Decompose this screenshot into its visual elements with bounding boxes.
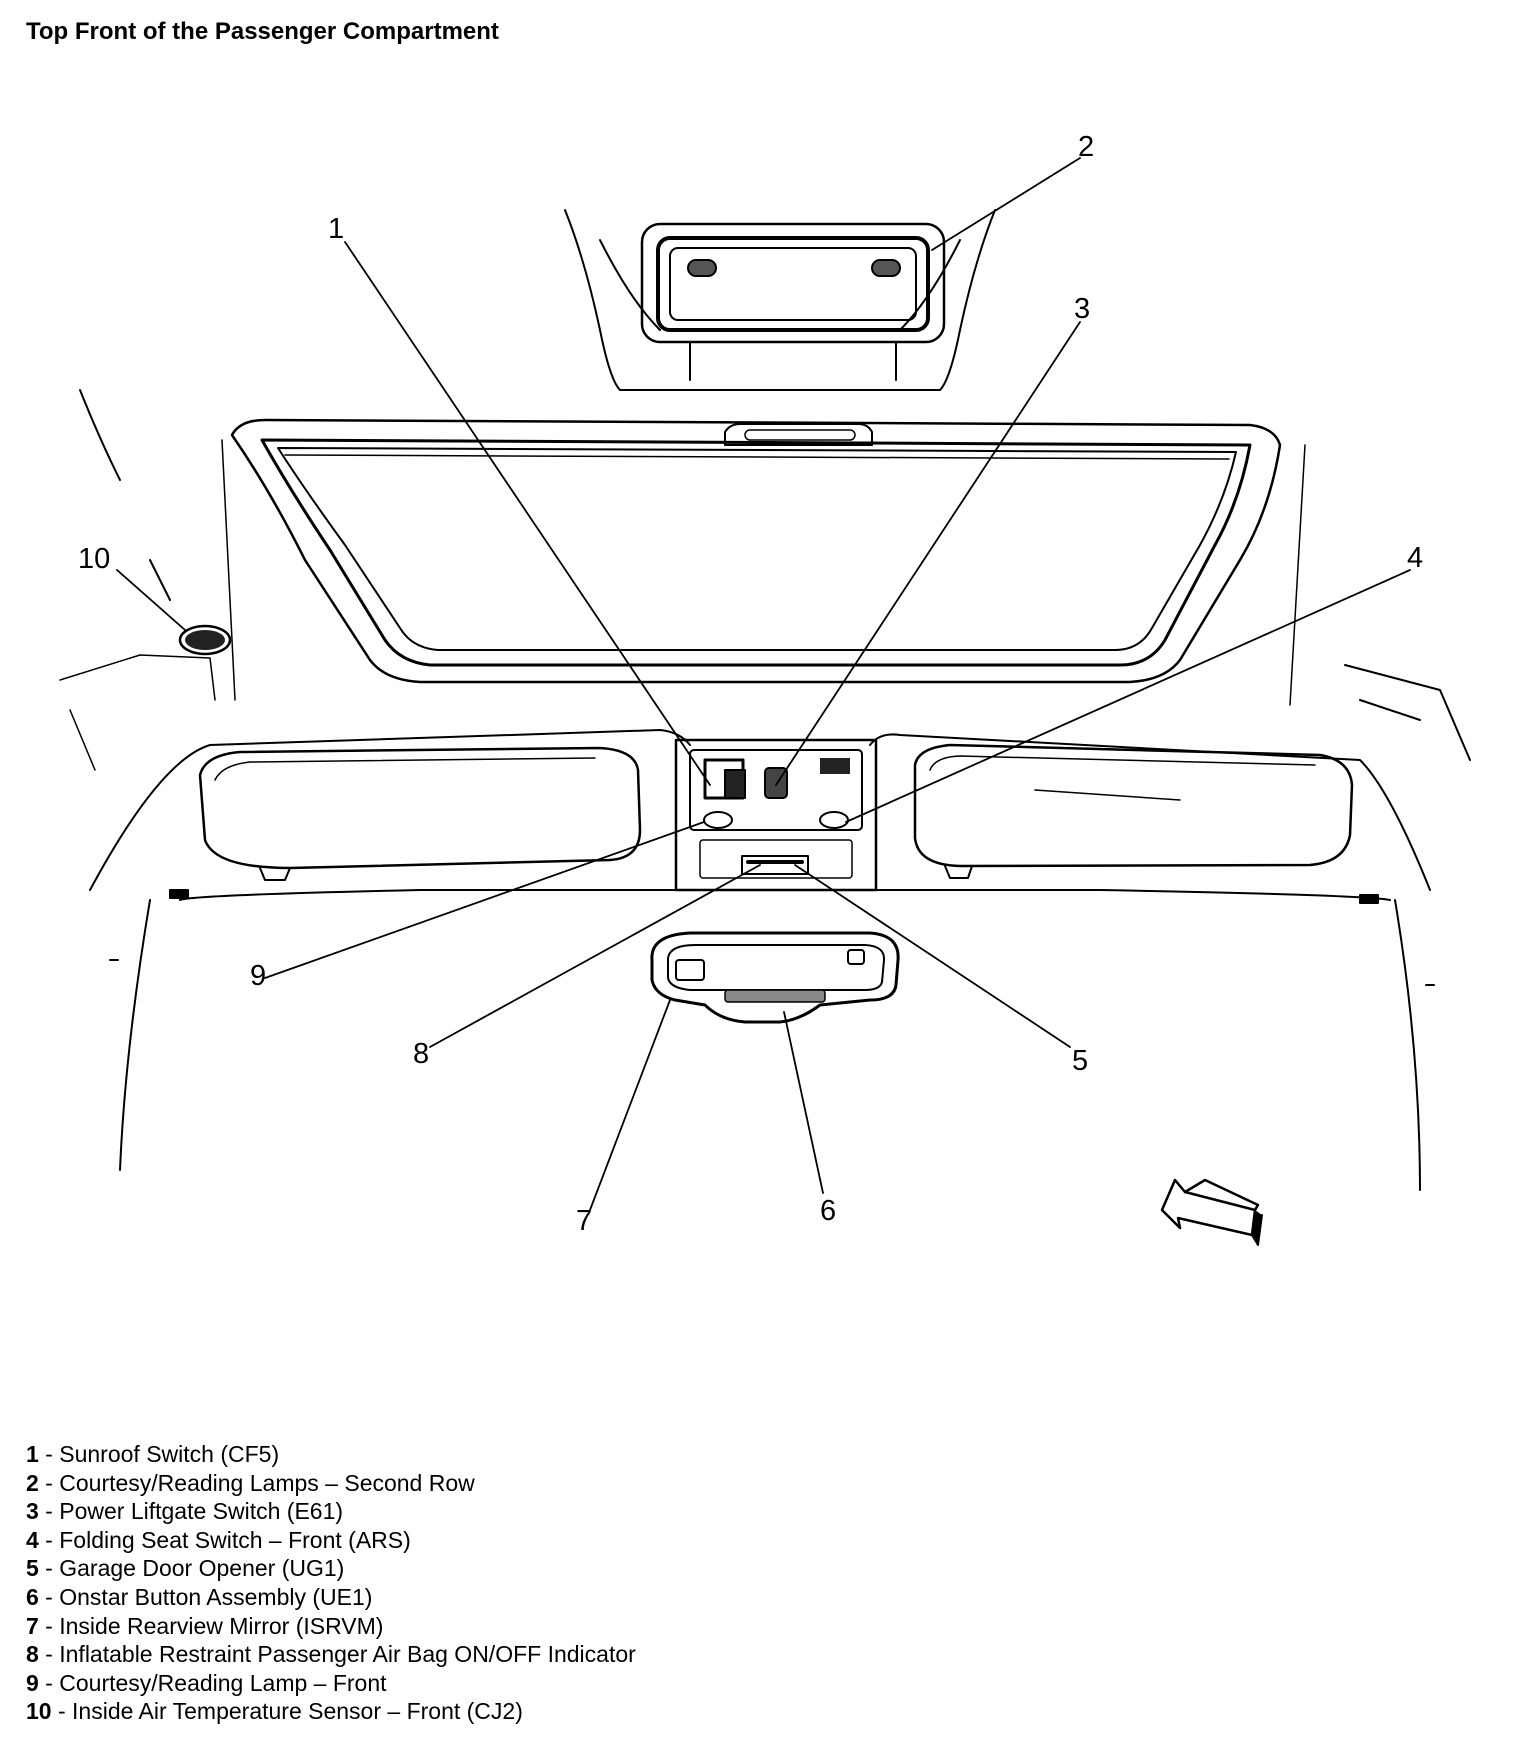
rear-headliner	[564, 209, 996, 391]
right-sun-visor	[913, 743, 1354, 879]
rearview-mirror	[650, 931, 900, 1024]
callout-9: 9	[250, 960, 266, 992]
legend-item: 9 - Courtesy/Reading Lamp – Front	[26, 1669, 387, 1696]
second-row-lamp-housing	[640, 222, 946, 381]
callout-8: 8	[413, 1038, 429, 1070]
sunroof-frame	[221, 418, 1306, 706]
callout-1: 1	[328, 213, 344, 245]
legend-list: 1 - Sunroof Switch (CF5) 2 - Courtesy/Re…	[26, 1440, 636, 1726]
legend-item: 2 - Courtesy/Reading Lamps – Second Row	[26, 1469, 475, 1496]
legend-item: 10 - Inside Air Temperature Sensor – Fro…	[26, 1698, 523, 1725]
page-title: Top Front of the Passenger Compartment	[26, 18, 499, 45]
callout-6: 6	[820, 1195, 836, 1227]
front-reading-lamp-right	[819, 811, 849, 829]
headliner-outline	[59, 389, 1471, 1191]
callout-4: 4	[1407, 542, 1423, 574]
callout-2: 2	[1078, 131, 1094, 163]
callout-10: 10	[78, 543, 110, 575]
leader-lines	[116, 157, 1411, 1211]
legend-item: 6 - Onstar Button Assembly (UE1)	[26, 1583, 373, 1610]
overhead-console	[674, 738, 878, 892]
temperature-sensor	[178, 624, 232, 656]
callout-5: 5	[1072, 1045, 1088, 1077]
compartment-diagram: 1 2 3 4 5 6 7 8 9 10	[59, 131, 1471, 1246]
legend-item: 4 - Folding Seat Switch – Front (ARS)	[26, 1526, 411, 1553]
legend-item: 8 - Inflatable Restraint Passenger Air B…	[26, 1641, 636, 1668]
front-reading-lamp-left	[703, 811, 733, 829]
direction-arrow-icon	[1160, 1178, 1263, 1246]
legend-item: 1 - Sunroof Switch (CF5)	[26, 1441, 280, 1467]
legend-item: 3 - Power Liftgate Switch (E61)	[26, 1498, 344, 1525]
legend-item: 7 - Inside Rearview Mirror (ISRVM)	[26, 1612, 384, 1639]
garage-door-opener	[741, 855, 809, 875]
callout-3: 3	[1074, 293, 1090, 325]
callout-numbers: 1 2 3 4 5 6 7 8 9 10	[78, 131, 1423, 1237]
callout-7: 7	[576, 1205, 592, 1237]
legend-item: 5 - Garage Door Opener (UG1)	[26, 1555, 345, 1582]
onstar-buttons	[724, 989, 826, 1003]
left-sun-visor	[198, 746, 642, 881]
